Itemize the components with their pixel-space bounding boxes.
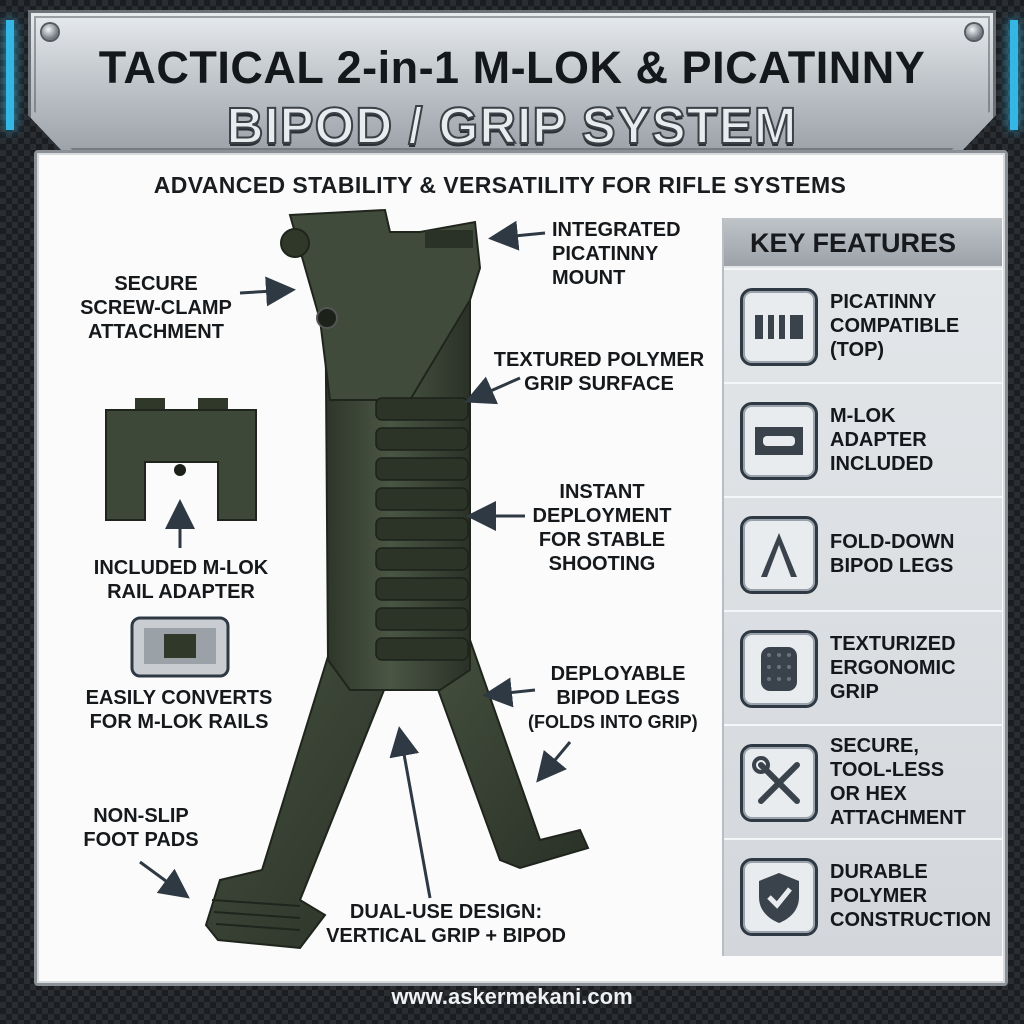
key-features-title: KEY FEATURES	[750, 228, 957, 258]
feature-label: M-LOK ADAPTER INCLUDED	[830, 405, 934, 475]
bipod-leg-rear	[418, 639, 590, 870]
picatinny-rail-icon	[740, 288, 818, 366]
feature-item: TEXTURIZED ERGONOMIC GRIP	[724, 610, 1002, 724]
callout-screw-clamp: SECURE SCREW-CLAMP ATTACHMENT	[80, 273, 232, 343]
feature-label: DURABLE POLYMER CONSTRUCTION	[830, 861, 992, 931]
header-plate: TACTICAL 2-in-1 M-LOK & PICATINNY BIPOD …	[28, 10, 996, 156]
callout-picatinny-mount: INTEGRATED PICATINNY MOUNT	[552, 219, 681, 289]
picatinny-mount	[288, 208, 482, 401]
mlok-adapter	[105, 398, 257, 521]
mlok-slot-icon	[740, 402, 818, 480]
subtitle: ADVANCED STABILITY & VERSATILITY FOR RIF…	[153, 172, 847, 198]
feature-item: SECURE, TOOL-LESS OR HEX ATTACHMENT	[724, 724, 1002, 838]
textured-grip-icon	[740, 630, 818, 708]
feature-item: DURABLE POLYMER CONSTRUCTION	[724, 838, 1002, 952]
key-features-header: KEY FEATURES	[724, 218, 1002, 266]
shield-check-icon	[740, 858, 818, 936]
callout-bipod-legs: DEPLOYABLE BIPOD LEGS	[550, 663, 686, 709]
mlok-rail-icon	[130, 616, 230, 678]
feature-item: M-LOK ADAPTER INCLUDED	[724, 382, 1002, 496]
callout-folds-into-grip: (FOLDS INTO GRIP)	[528, 712, 698, 732]
feature-item: PICATINNY COMPATIBLE (TOP)	[724, 268, 1002, 382]
tools-icon	[740, 744, 818, 822]
website-url: www.askermekani.com	[391, 984, 633, 1009]
callout-dual-use: DUAL-USE DESIGN: VERTICAL GRIP + BIPOD	[326, 901, 566, 947]
feature-label: FOLD-DOWN BIPOD LEGS	[830, 531, 955, 577]
key-features-panel: KEY FEATURES PICATINNY COMPATIBLE (TOP) …	[722, 218, 1002, 956]
bipod-legs-icon	[740, 516, 818, 594]
bipod-leg-front	[204, 649, 402, 950]
callout-converts: EASILY CONVERTS FOR M-LOK RAILS	[85, 687, 273, 733]
feature-label: PICATINNY COMPATIBLE (TOP)	[830, 291, 960, 361]
feature-label: TEXTURIZED ERGONOMIC GRIP	[830, 633, 956, 703]
feature-label: SECURE, TOOL-LESS OR HEX ATTACHMENT	[830, 735, 966, 829]
callout-mlok-adapter: INCLUDED M-LOK RAIL ADAPTER	[93, 557, 269, 603]
feature-item: FOLD-DOWN BIPOD LEGS	[724, 496, 1002, 610]
callout-deployment: INSTANT DEPLOYMENT FOR STABLE SHOOTING	[532, 481, 672, 575]
left-accent-light	[6, 20, 14, 130]
callout-foot-pads: NON-SLIP FOOT PADS	[83, 805, 199, 851]
right-accent-light	[1010, 20, 1018, 130]
callout-grip-surface: TEXTURED POLYMER GRIP SURFACE	[493, 349, 705, 395]
